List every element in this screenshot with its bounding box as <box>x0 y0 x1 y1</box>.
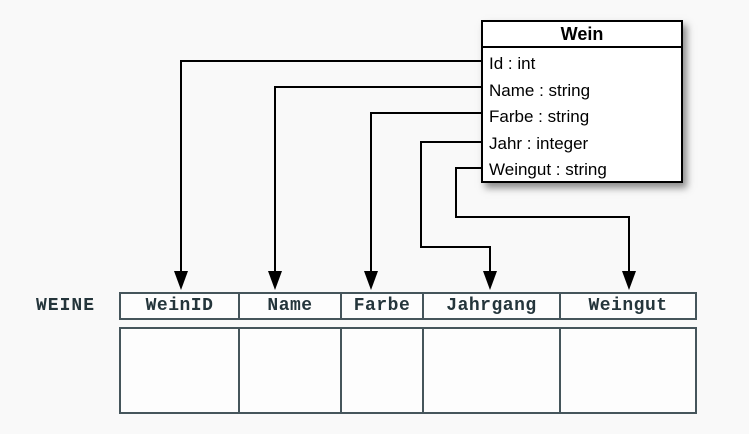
connector-name-to-name <box>274 86 483 272</box>
class-title: Wein <box>483 22 681 48</box>
column-header-jahrgang: Jahrgang <box>424 294 561 318</box>
arrowhead-icon <box>483 271 497 290</box>
arrowhead-icon <box>268 271 282 290</box>
column-header-weinid: WeinID <box>121 294 240 318</box>
connector-jahr-to-jahrgang <box>420 141 491 272</box>
arrowhead-icon <box>364 271 378 290</box>
class-attribute-id: Id : int <box>489 54 536 73</box>
table-row <box>119 327 697 414</box>
uml-class-wein: Wein Id : int Name : string Farbe : stri… <box>481 20 683 183</box>
class-attribute-list: Id : int Name : string Farbe : string Ja… <box>483 48 681 184</box>
table-name-label: WEINE <box>36 296 96 316</box>
class-attribute-farbe: Farbe : string <box>489 107 590 126</box>
table-cell <box>121 329 240 412</box>
table-cell <box>342 329 424 412</box>
table-cell <box>561 329 695 412</box>
class-attribute-jahr: Jahr : integer <box>489 133 589 153</box>
class-attribute-name: Name : string <box>489 80 591 100</box>
connector-farbe-to-farbe <box>370 112 483 272</box>
table-header-row: WeinID Name Farbe Jahrgang Weingut <box>119 292 697 320</box>
table-cell <box>424 329 561 412</box>
class-attribute-weingut: Weingut : string <box>489 160 607 179</box>
table-cell <box>240 329 342 412</box>
connector-id-to-weinid <box>180 60 483 272</box>
column-header-weingut: Weingut <box>588 296 668 316</box>
connector-weingut-to-weingut <box>455 167 630 272</box>
column-header-farbe: Farbe <box>342 294 424 318</box>
arrowhead-icon <box>174 271 188 290</box>
column-header-name: Name <box>240 294 342 318</box>
arrowhead-icon <box>622 271 636 290</box>
